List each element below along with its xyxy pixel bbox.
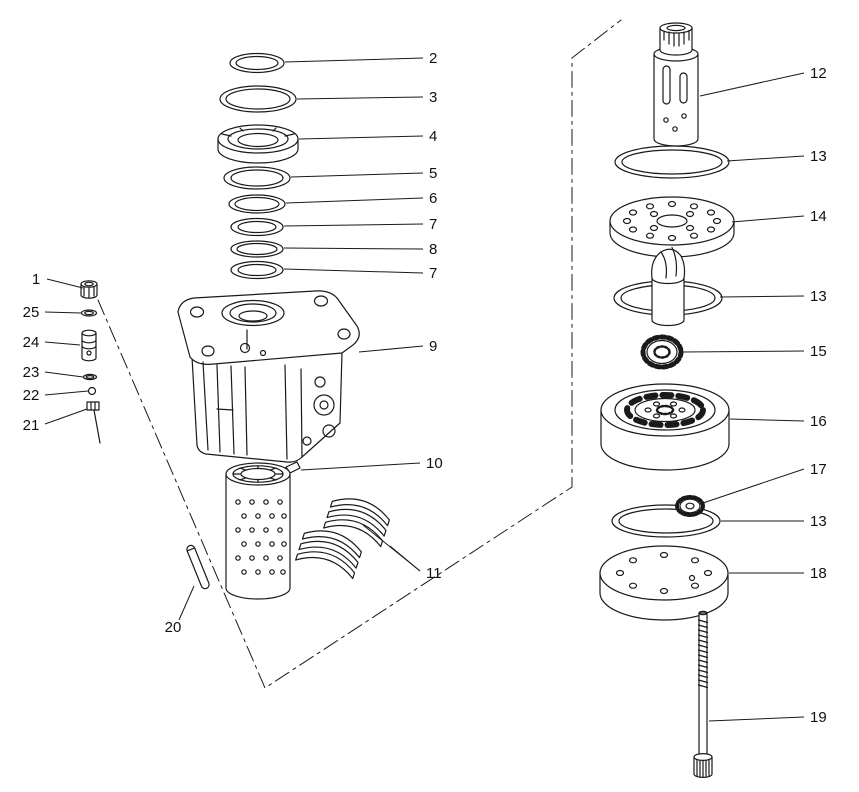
callout-label-12: 12	[810, 65, 827, 82]
callout-label-5: 5	[429, 165, 437, 182]
part-3-oring	[219, 85, 297, 113]
callout-label-25: 25	[23, 304, 40, 321]
callout-label-17: 17	[810, 461, 827, 478]
callout-label-19: 19	[810, 709, 827, 726]
callout-label-11: 11	[426, 565, 442, 582]
leader-line-11	[362, 524, 421, 572]
leader-line-2	[284, 57, 424, 63]
callout-label-10: 10	[426, 455, 443, 472]
leader-line-13	[726, 155, 805, 162]
leader-line-10	[300, 462, 421, 471]
leader-line-15	[681, 350, 805, 353]
callout-label-6: 6	[429, 190, 437, 207]
leader-line-7	[283, 223, 424, 227]
part-17-spline-hub	[675, 495, 705, 517]
leader-line-6	[285, 197, 424, 204]
leader-line-23	[44, 371, 84, 378]
part-24-valve-spool	[81, 329, 97, 362]
leader-line-4	[298, 135, 424, 140]
part-22-ball	[87, 386, 97, 396]
part-5-ring	[223, 166, 291, 190]
leader-line-9	[358, 345, 424, 353]
leader-line-25	[44, 311, 82, 314]
callout-label-18: 18	[810, 565, 827, 582]
part-7-ring-upper	[230, 217, 284, 237]
leader-line-12	[699, 72, 805, 97]
part-2-oring	[229, 52, 285, 74]
callout-label-14: 14	[810, 208, 827, 225]
part-20-pin	[186, 544, 210, 590]
leader-line-19	[708, 716, 805, 722]
leader-line-21	[44, 408, 88, 425]
leader-line-24	[44, 341, 81, 346]
leader-line-14	[731, 215, 805, 223]
callouts-layer: 1252423222123456787910112012131413151617…	[23, 50, 827, 726]
part-25-oring	[80, 309, 98, 317]
callout-label-7: 7	[429, 265, 437, 282]
callout-label-16: 16	[810, 413, 827, 430]
part-8-ring	[230, 240, 284, 258]
callout-label-7: 7	[429, 216, 437, 233]
part-9-housing	[177, 290, 360, 463]
part-13-oring-top	[614, 145, 730, 179]
part-12-coupling-shaft	[653, 22, 699, 147]
callout-label-2: 2	[429, 50, 437, 67]
drive-link	[651, 246, 686, 327]
part-21-fitting	[86, 401, 101, 444]
part-15-gear	[640, 334, 684, 370]
callout-label-9: 9	[429, 338, 437, 355]
part-14-wear-plate	[609, 196, 735, 258]
callout-label-13: 13	[810, 148, 827, 165]
part-11-shim-stacks	[295, 498, 390, 580]
assembly-axis-line	[97, 19, 622, 689]
callout-label-15: 15	[810, 343, 827, 360]
leader-line-20	[178, 585, 195, 621]
callout-label-22: 22	[23, 387, 40, 404]
leader-line-5	[290, 172, 424, 178]
part-6-ring	[228, 194, 286, 214]
part-23-ring	[82, 373, 98, 381]
part-7-ring-lower	[230, 260, 284, 280]
callout-label-23: 23	[23, 364, 40, 381]
callout-label-24: 24	[23, 334, 40, 351]
leader-line-13	[719, 295, 805, 298]
callout-label-13: 13	[810, 288, 827, 305]
callout-label-1: 1	[32, 271, 40, 288]
leader-line-1	[46, 278, 84, 289]
part-10-bearing-sleeve	[225, 461, 301, 600]
callout-label-13: 13	[810, 513, 827, 530]
callout-label-3: 3	[429, 89, 437, 106]
callout-label-21: 21	[23, 417, 40, 434]
part-1-plug	[80, 280, 98, 299]
part-18-end-cap	[599, 545, 729, 621]
leader-line-3	[296, 96, 424, 100]
callout-label-8: 8	[429, 241, 437, 258]
part-16-gerotor	[600, 383, 730, 471]
callout-label-20: 20	[165, 619, 182, 636]
leader-line-7	[283, 268, 424, 274]
part-19-bolt	[693, 610, 713, 778]
part-4-seal	[217, 124, 299, 164]
callout-label-4: 4	[429, 128, 437, 145]
leader-line-8	[283, 247, 424, 250]
leader-line-22	[44, 390, 89, 396]
leader-line-16	[729, 418, 805, 422]
leader-line-17	[699, 468, 805, 505]
